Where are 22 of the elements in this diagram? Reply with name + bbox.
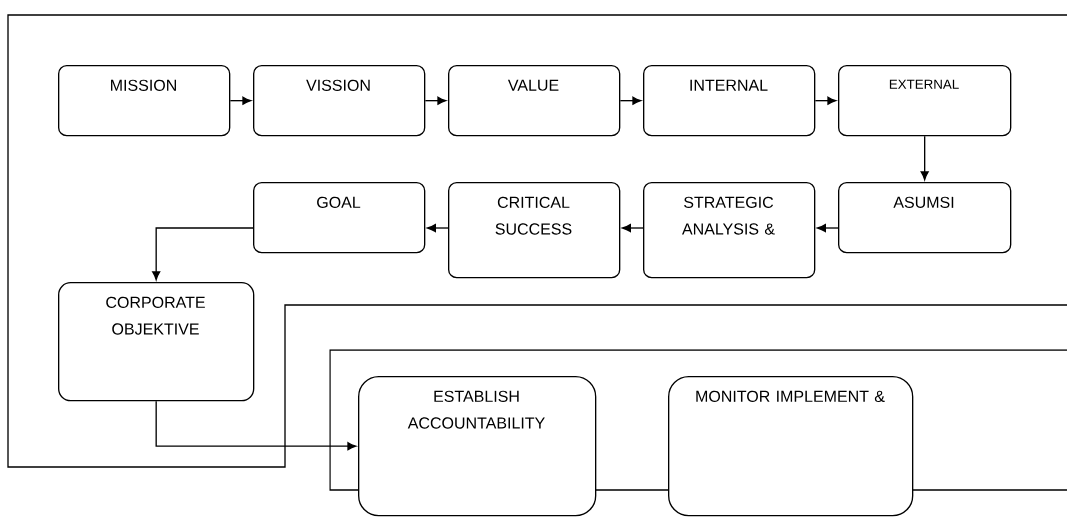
arrow bbox=[424, 96, 447, 105]
process-box: STRATEGIC ANALYSIS & bbox=[643, 182, 816, 279]
arrow bbox=[229, 96, 252, 105]
process-box: CRITICAL SUCCESS bbox=[448, 182, 621, 279]
process-box: EXTERNAL bbox=[838, 65, 1012, 137]
arrow bbox=[155, 400, 357, 451]
process-box: MONITOR IMPLEMENT & bbox=[668, 376, 914, 517]
arrow bbox=[152, 227, 254, 281]
arrow bbox=[817, 223, 839, 233]
arrow bbox=[619, 96, 642, 105]
arrow bbox=[622, 223, 644, 233]
process-box: INTERNAL bbox=[643, 65, 816, 137]
process-box: VALUE bbox=[448, 65, 621, 137]
process-box: VISSION bbox=[253, 65, 426, 137]
process-box: GOAL bbox=[253, 182, 426, 254]
arrow bbox=[814, 96, 837, 105]
process-box: ESTABLISH ACCOUNTABILITY bbox=[358, 376, 597, 517]
arrow bbox=[920, 135, 929, 181]
process-box: MISSION bbox=[58, 65, 231, 137]
process-box: ASUMSI bbox=[838, 182, 1012, 254]
process-box: CORPORATE OBJEKTIVE bbox=[58, 282, 255, 402]
arrow bbox=[427, 223, 449, 233]
